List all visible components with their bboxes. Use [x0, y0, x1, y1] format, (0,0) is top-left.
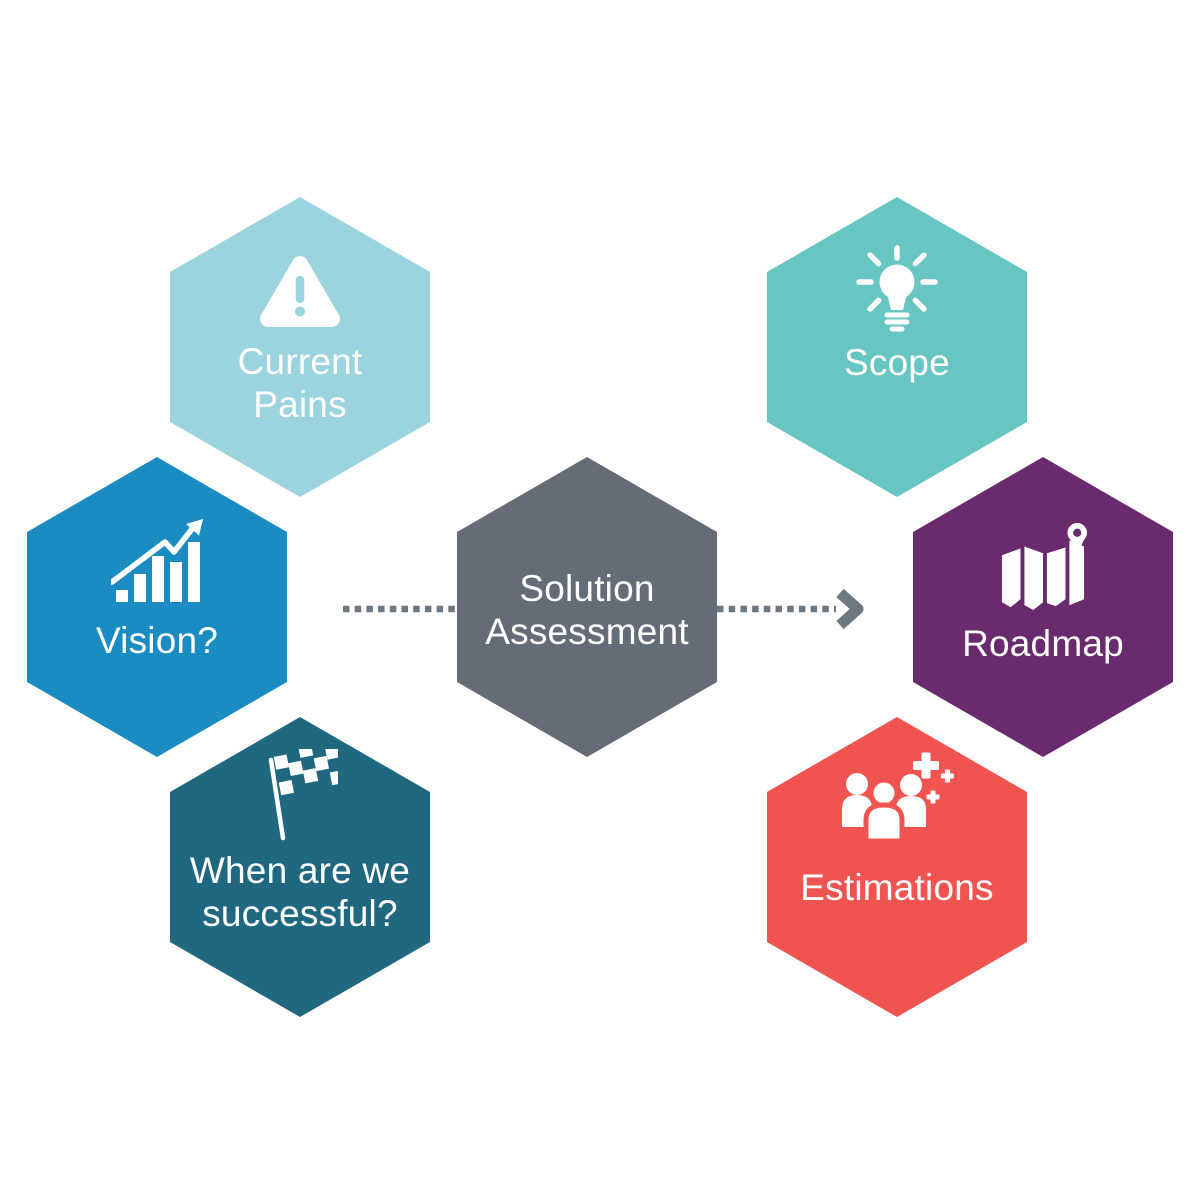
hexagon-vision: Vision?	[27, 457, 287, 757]
people-plus-icon	[842, 752, 954, 841]
hexagon-estimations: Estimations	[767, 717, 1027, 1017]
hexagon-roadmap: Roadmap	[913, 457, 1173, 757]
label-line: Pains	[253, 384, 347, 425]
label-line: When are we	[189, 850, 411, 891]
label-line: Current	[237, 341, 363, 382]
label-line: Solution	[519, 568, 655, 609]
label-line: Scope	[844, 342, 950, 383]
hexagon-label: Vision?	[27, 619, 287, 662]
label-line: Roadmap	[962, 623, 1124, 664]
label-line: Estimations	[800, 867, 994, 908]
map-pin-icon	[1001, 523, 1087, 611]
checkered-flag-icon	[268, 749, 338, 841]
hexagon-scope: Scope	[767, 197, 1027, 497]
hexagon-label: Solution Assessment	[457, 567, 717, 653]
label-line: successful?	[202, 893, 398, 934]
hexagon-solution-assessment: Solution Assessment	[457, 457, 717, 757]
hexagon-label: Current Pains	[170, 340, 430, 426]
hexagon-label: When are we successful?	[170, 849, 430, 935]
hexagon-label: Scope	[767, 341, 1027, 384]
lightbulb-icon	[856, 245, 938, 332]
hexagon-when-are-we-successful: When are we successful?	[170, 717, 430, 1017]
hexagon-label: Estimations	[767, 866, 1027, 909]
warning-triangle-icon	[260, 256, 340, 327]
hexagon-current-pains: Current Pains	[170, 197, 430, 497]
hexagon-label: Roadmap	[913, 622, 1173, 665]
arrowhead-right-icon	[836, 588, 864, 630]
growth-chart-icon	[111, 519, 203, 602]
label-line: Vision?	[95, 620, 219, 661]
label-line: Assessment	[485, 611, 689, 652]
